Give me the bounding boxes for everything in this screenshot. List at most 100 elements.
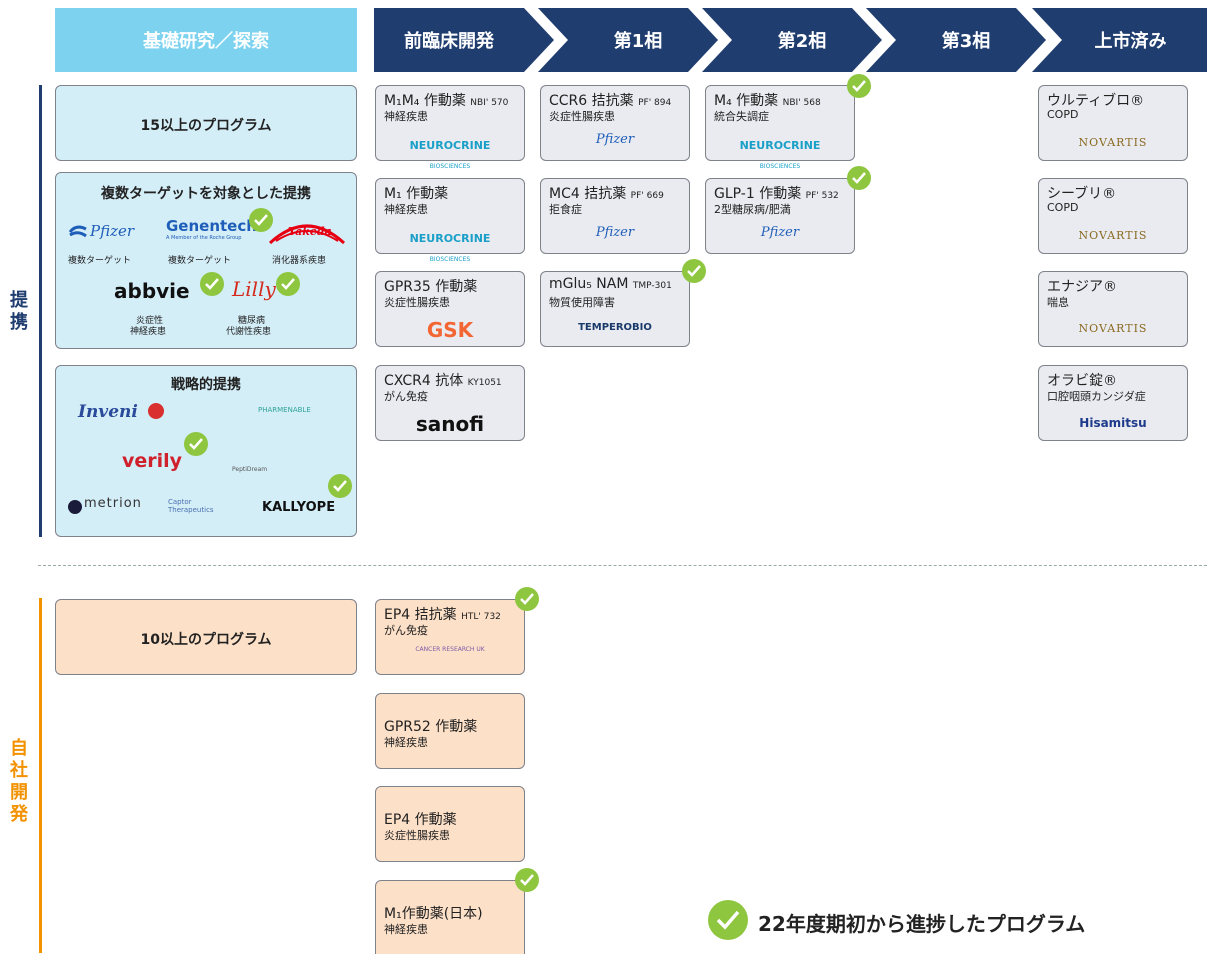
takeda-label: 消化器系疾患 — [272, 256, 327, 266]
phase2-card-2: GLP-1 作動薬 PF' 532 2型糖尿病/肥満 Pfizer — [705, 178, 855, 254]
metrion-mark — [68, 500, 82, 514]
stage-marketed: 上市済み — [1032, 8, 1207, 72]
partner-label: 提携 — [10, 290, 28, 333]
abbvie-label-1: 炎症性 — [136, 316, 164, 326]
indication: 喘息 — [1047, 296, 1069, 309]
drug-name: GPR52 作動薬 — [384, 719, 478, 735]
drug-name: M₁M₄ 作動薬 NBI' 570 — [384, 93, 509, 109]
metrion-logo: metrion — [84, 496, 142, 511]
inhouse-card-2: GPR52 作動薬 神経疾患 — [375, 693, 525, 769]
partner-bar — [39, 85, 42, 537]
strategic-box: 戦略的提携 Inveni PHARMENABLE verily PeptiDre… — [55, 365, 357, 537]
indication: COPD — [1047, 108, 1079, 121]
inhouse-card-4: M₁作動薬(日本) 神経疾患 — [375, 880, 525, 954]
novartis-logo: NOVARTIS — [1078, 136, 1148, 149]
stage-basic-research: 基礎研究／探索 — [55, 8, 357, 72]
drug-name: ウルティブロ® — [1047, 93, 1145, 109]
kallyope-logo: KALLYOPE — [262, 500, 336, 515]
indication: 2型糖尿病/肥満 — [714, 203, 791, 216]
cancer-research-logo: CANCER RESEARCH UK — [415, 646, 485, 653]
inhouse-card-1: EP4 拮抗薬 HTL' 732 がん免疫 CANCER RESEARCH UK — [375, 599, 525, 675]
indication: 炎症性腸疾患 — [384, 296, 450, 309]
abbvie-label-2: 神経疾患 — [130, 327, 167, 337]
takeda-logo: Takeda — [268, 217, 346, 245]
preclinical-card-3: GPR35 作動薬 炎症性腸疾患 GSK — [375, 271, 525, 347]
hisamitsu-logo: Hisamitsu — [1079, 416, 1147, 430]
indication: 神経疾患 — [384, 110, 428, 123]
inhouse-programs-box: 10以上のプログラム — [55, 599, 357, 675]
check-icon — [515, 587, 539, 611]
marketed-card-3: エナジア® 喘息 NOVARTIS — [1038, 271, 1188, 347]
pfizer-logo: Pfizer — [595, 132, 635, 147]
indication: 神経疾患 — [384, 736, 428, 749]
indication: 炎症性腸疾患 — [384, 829, 450, 842]
pfizer-logo: Pfizer — [595, 225, 635, 240]
drug-name: CCR6 拮抗薬 PF' 894 — [549, 93, 672, 109]
peptidream-logo: PeptiDream — [232, 466, 268, 473]
stage-phase3: 第3相 — [866, 8, 1046, 72]
drug-name: GLP-1 作動薬 PF' 532 — [714, 186, 839, 202]
drug-name: シーブリ® — [1047, 186, 1117, 202]
indication: 口腔咽頭カンジダ症 — [1047, 390, 1146, 403]
phase1-card-3: mGlu₅ NAM TMP-301 物質使用障害 TEMPEROBIO — [540, 271, 690, 347]
partner-programs-box: 15以上のプログラム — [55, 85, 357, 161]
lilly-logo: Lilly — [232, 277, 276, 301]
stage-preclinical: 前臨床開発 — [374, 8, 554, 72]
drug-name: M₄ 作動薬 NBI' 568 — [714, 93, 821, 109]
pharmenable-logo: PHARMENABLE — [258, 406, 311, 414]
drug-name: GPR35 作動薬 — [384, 279, 478, 295]
indication: がん免疫 — [384, 390, 428, 403]
legend-check-icon — [708, 900, 748, 940]
temperobio-logo: TEMPEROBIO — [578, 322, 652, 333]
inhouse-card-3: EP4 作動薬 炎症性腸疾患 — [375, 786, 525, 862]
section-divider — [38, 565, 1207, 566]
check-icon — [847, 166, 871, 190]
indication: がん免疫 — [384, 624, 428, 637]
drug-name: オラビ錠® — [1047, 373, 1117, 389]
check-icon — [328, 474, 352, 498]
multi-target-title: 複数ターゲットを対象とした提携 — [101, 186, 311, 202]
novartis-logo: NOVARTIS — [1078, 229, 1148, 242]
indication: COPD — [1047, 201, 1079, 214]
drug-name: mGlu₅ NAM TMP-301 — [549, 276, 672, 292]
gsk-logo: GSK — [426, 318, 474, 342]
inveni-logo: Inveni — [78, 402, 138, 422]
stage-phase1: 第1相 — [538, 8, 718, 72]
check-icon — [200, 272, 224, 296]
lilly-label-1: 糖尿病 — [238, 316, 266, 326]
indication: 物質使用障害 — [549, 296, 615, 309]
inhouse-label: 自社開発 — [10, 738, 28, 825]
check-icon — [184, 432, 208, 456]
phase1-card-2: MC4 拮抗薬 PF' 669 拒食症 Pfizer — [540, 178, 690, 254]
indication: 炎症性腸疾患 — [549, 110, 615, 123]
drug-name: M₁ 作動薬 — [384, 186, 449, 202]
preclinical-card-4: CXCR4 抗体 KY1051 がん免疫 sanofi — [375, 365, 525, 441]
drug-name: MC4 拮抗薬 PF' 669 — [549, 186, 664, 202]
strategic-title: 戦略的提携 — [171, 377, 241, 393]
phase1-card-1: CCR6 拮抗薬 PF' 894 炎症性腸疾患 Pfizer — [540, 85, 690, 161]
pfizer-target-label: 複数ターゲット — [68, 256, 132, 266]
verily-logo: verily — [122, 450, 183, 472]
indication: 拒食症 — [549, 203, 582, 216]
genentech-target-label: 複数ターゲット — [168, 256, 232, 266]
indication: 統合失調症 — [714, 110, 769, 123]
lilly-label-2: 代謝性疾患 — [226, 327, 272, 337]
sanofi-logo: sanofi — [415, 412, 485, 436]
marketed-card-1: ウルティブロ® COPD NOVARTIS — [1038, 85, 1188, 161]
check-icon — [515, 868, 539, 892]
captor-logo: Captor Therapeutics — [168, 498, 214, 514]
novartis-logo: NOVARTIS — [1078, 322, 1148, 335]
inveni-mark — [148, 403, 164, 419]
inhouse-bar — [39, 598, 42, 953]
marketed-card-4: オラビ錠® 口腔咽頭カンジダ症 Hisamitsu — [1038, 365, 1188, 441]
pfizer-logo: Pfizer — [68, 221, 148, 243]
check-icon — [682, 259, 706, 283]
indication: 神経疾患 — [384, 203, 428, 216]
legend-label: 22年度期初から進捗したプログラム — [758, 912, 1086, 936]
